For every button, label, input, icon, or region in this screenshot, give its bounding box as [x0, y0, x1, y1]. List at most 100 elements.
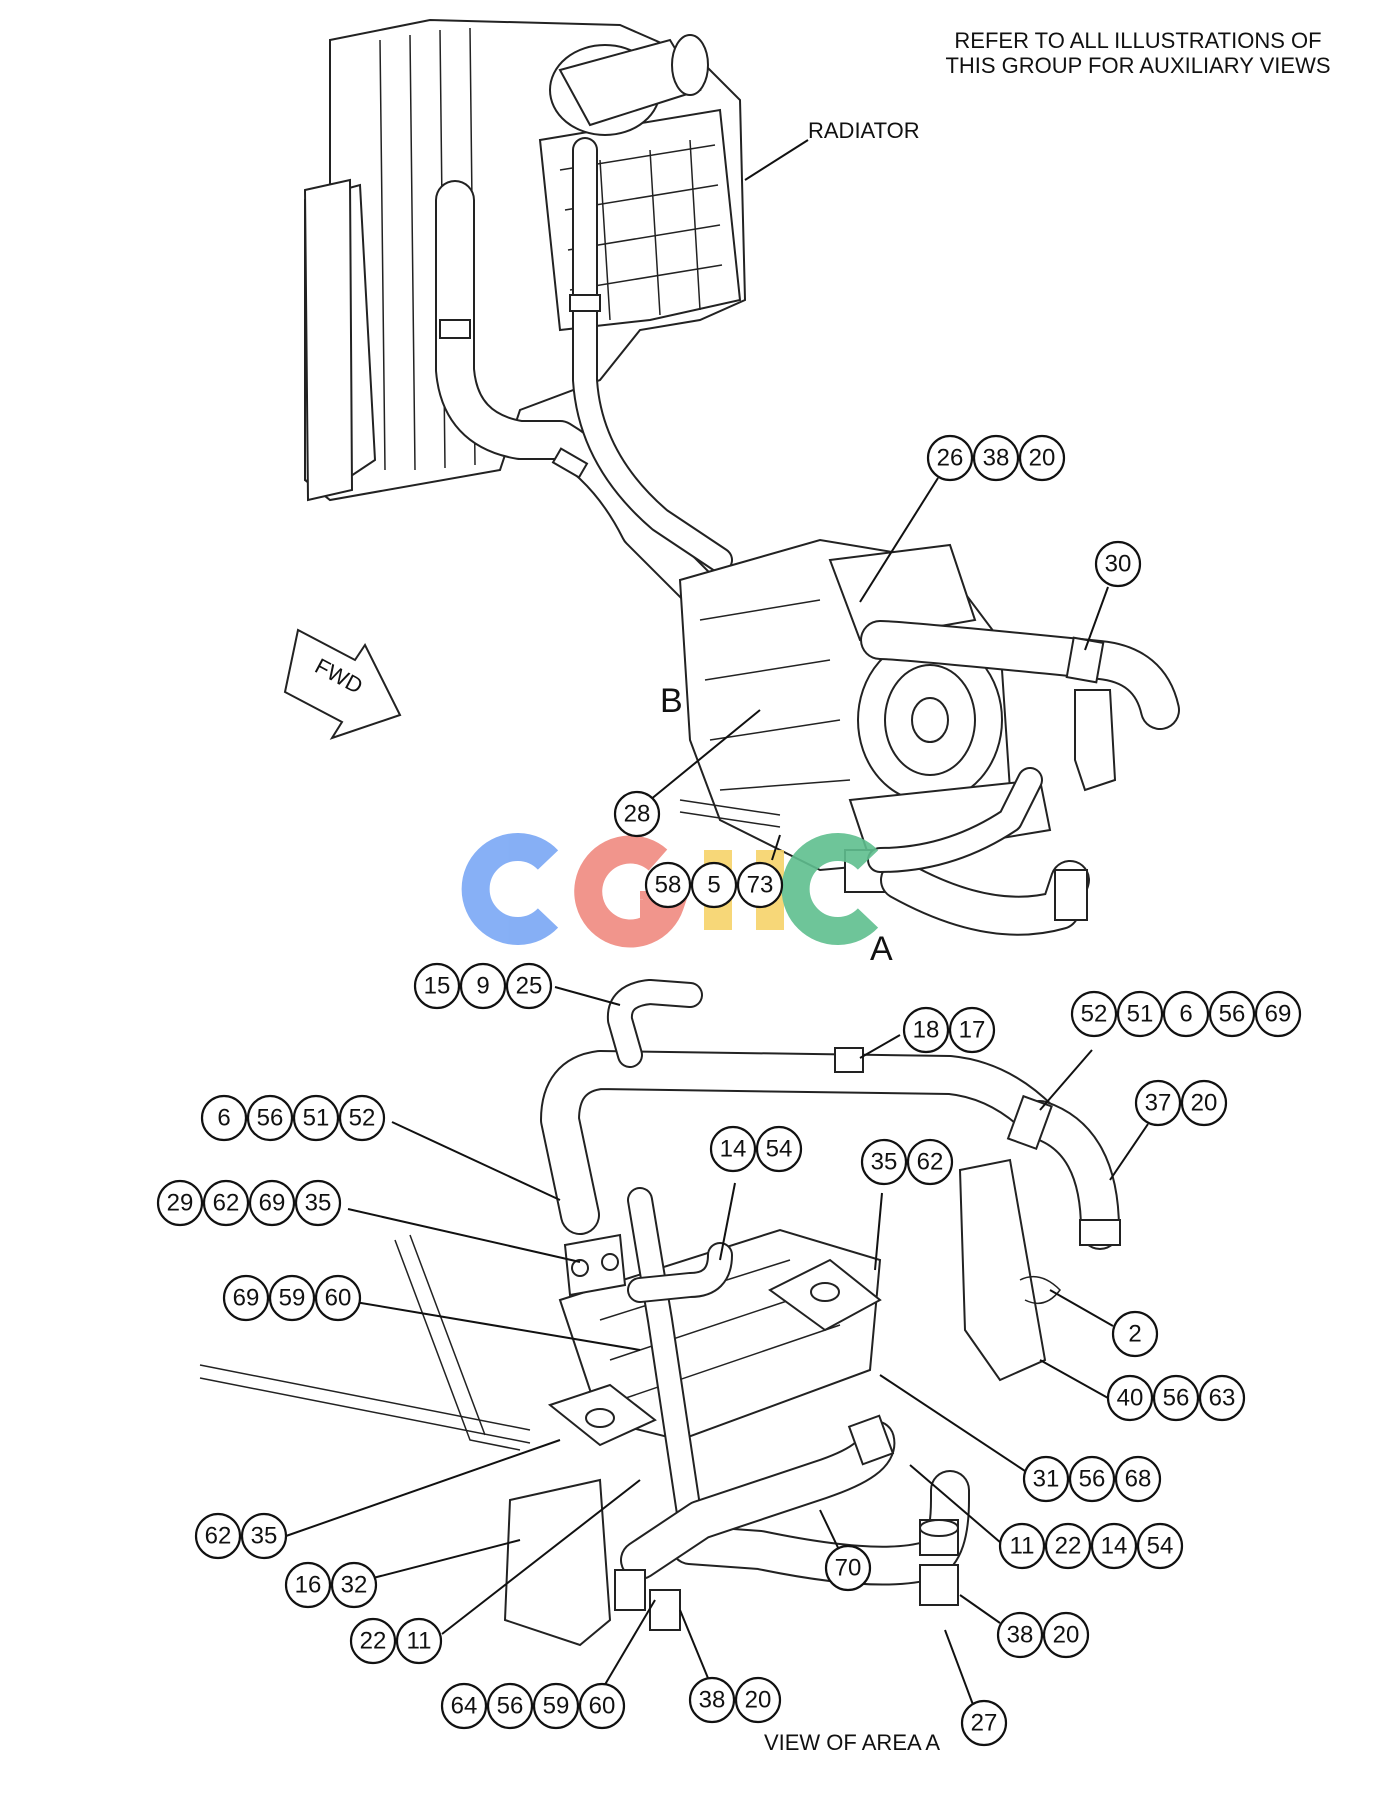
note-line-2: THIS GROUP FOR AUXILIARY VIEWS — [945, 53, 1330, 78]
callout-group-c2: 30 — [1094, 540, 1142, 588]
callout-group-c7: 52 51 6 56 69 — [1070, 990, 1302, 1038]
callout-group-c3: 28 — [613, 790, 661, 838]
callout-number: 56 — [1079, 1466, 1106, 1493]
fwd-arrow-icon: FWD — [283, 628, 402, 740]
callout-number: 9 — [476, 973, 489, 1000]
callout-number: 69 — [233, 1285, 260, 1312]
callout-number: 69 — [1265, 1001, 1292, 1028]
callout-number: 11 — [407, 1628, 432, 1655]
callout-group-c8: 37 20 — [1134, 1079, 1228, 1127]
callout-number: 27 — [971, 1710, 998, 1737]
callout-group-c10: 14 54 — [709, 1125, 803, 1173]
callout-group-c11: 35 62 — [860, 1138, 954, 1186]
callout-number: 56 — [257, 1105, 284, 1132]
radiator-assembly: RADIATOR — [303, 18, 920, 502]
radiator-leader — [744, 139, 809, 181]
callout-number: 64 — [451, 1693, 478, 1720]
callout-number: 51 — [303, 1105, 330, 1132]
callout-number: 35 — [305, 1190, 332, 1217]
callout-group-c23: 64 56 59 60 — [440, 1682, 626, 1730]
callout-number: 20 — [1191, 1090, 1218, 1117]
callout-number: 38 — [983, 445, 1010, 472]
callout-number: 52 — [1081, 1001, 1108, 1028]
callout-number: 38 — [699, 1687, 726, 1714]
callout-number: 62 — [213, 1190, 240, 1217]
note-line-1: REFER TO ALL ILLUSTRATIONS OF — [954, 28, 1321, 53]
callout-group-c17: 62 35 — [194, 1512, 288, 1560]
callout-number: 56 — [1163, 1385, 1190, 1412]
callout-number: 62 — [205, 1523, 232, 1550]
callout-number: 16 — [295, 1572, 322, 1599]
callout-number: 52 — [349, 1105, 376, 1132]
callout-number: 60 — [325, 1285, 352, 1312]
callout-number: 30 — [1105, 551, 1132, 578]
callout-number: 58 — [655, 872, 682, 899]
callout-group-c16: 31 56 68 — [1022, 1455, 1162, 1503]
callout-number: 29 — [167, 1190, 194, 1217]
callout-number: 20 — [1053, 1622, 1080, 1649]
callout-group-c24: 38 20 — [688, 1676, 782, 1724]
callout-group-c9: 6 56 51 52 — [200, 1094, 386, 1142]
callout-number: 11 — [1010, 1533, 1035, 1560]
callout-number: 62 — [917, 1149, 944, 1176]
callout-number: 73 — [747, 872, 774, 899]
callout-number: 22 — [360, 1628, 387, 1655]
callout-number: 32 — [341, 1572, 368, 1599]
callout-number: 70 — [835, 1555, 862, 1582]
callout-number: 40 — [1117, 1385, 1144, 1412]
callout-number: 59 — [279, 1285, 306, 1312]
callout-number: 69 — [259, 1190, 286, 1217]
callout-number: 54 — [1147, 1533, 1174, 1560]
callout-number: 15 — [424, 973, 451, 1000]
callout-number: 22 — [1055, 1533, 1082, 1560]
callout-number: 17 — [959, 1017, 986, 1044]
callout-number: 20 — [1029, 445, 1056, 472]
callout-group-c5: 15 9 25 — [413, 962, 553, 1010]
callout-number: 5 — [707, 872, 720, 899]
watermark-text: CGHC — [640, 899, 643, 901]
radiator-label: RADIATOR — [808, 118, 920, 143]
callout-number: 51 — [1127, 1001, 1154, 1028]
callout-number: 14 — [1101, 1533, 1128, 1560]
upper-radiator-hoses — [435, 137, 733, 610]
engine-block — [678, 538, 1180, 936]
callout-number: 59 — [543, 1693, 570, 1720]
callout-number: 35 — [871, 1149, 898, 1176]
auxiliary-views-note: REFER TO ALL ILLUSTRATIONS OF THIS GROUP… — [945, 28, 1330, 78]
callout-number: 26 — [937, 445, 964, 472]
callout-group-c20: 70 — [824, 1544, 872, 1592]
callout-group-c1: 26 38 20 — [926, 434, 1066, 482]
callout-group-c18: 11 22 14 54 — [998, 1522, 1184, 1570]
callout-group-c22: 38 20 — [996, 1611, 1090, 1659]
callout-number: 60 — [589, 1693, 616, 1720]
callout-group-c21: 22 11 — [349, 1617, 443, 1665]
callout-number: 56 — [497, 1693, 524, 1720]
callout-number: 20 — [745, 1687, 772, 1714]
callout-number: 6 — [1179, 1001, 1192, 1028]
callout-number: 38 — [1007, 1622, 1034, 1649]
view-caption: VIEW OF AREA A — [764, 1730, 940, 1755]
callout-group-c13: 69 59 60 — [222, 1274, 362, 1322]
callout-number: 68 — [1125, 1466, 1152, 1493]
callout-number: 63 — [1209, 1385, 1236, 1412]
callout-number: 56 — [1219, 1001, 1246, 1028]
callout-number: 2 — [1128, 1321, 1141, 1348]
callout-number: 25 — [516, 973, 543, 1000]
callout-group-c6: 18 17 — [902, 1006, 996, 1054]
callout-group-c4: 58 5 73 — [644, 861, 784, 909]
callout-number: 6 — [217, 1105, 230, 1132]
callout-number: 35 — [251, 1523, 278, 1550]
callout-group-c19: 16 32 — [284, 1561, 378, 1609]
callout-number: 37 — [1145, 1090, 1172, 1117]
detail-view-a — [199, 979, 1121, 1647]
callout-number: 14 — [720, 1136, 747, 1163]
callout-group-c12: 29 62 69 35 — [156, 1179, 342, 1227]
callout-group-c25: 27 — [960, 1699, 1008, 1747]
view-label-a: A — [870, 930, 893, 968]
callout-group-c15: 40 56 63 — [1106, 1374, 1246, 1422]
callout-number: 28 — [624, 801, 651, 828]
callout-number: 54 — [766, 1136, 793, 1163]
callout-number: 18 — [913, 1017, 940, 1044]
leader-lines — [285, 477, 1149, 1719]
